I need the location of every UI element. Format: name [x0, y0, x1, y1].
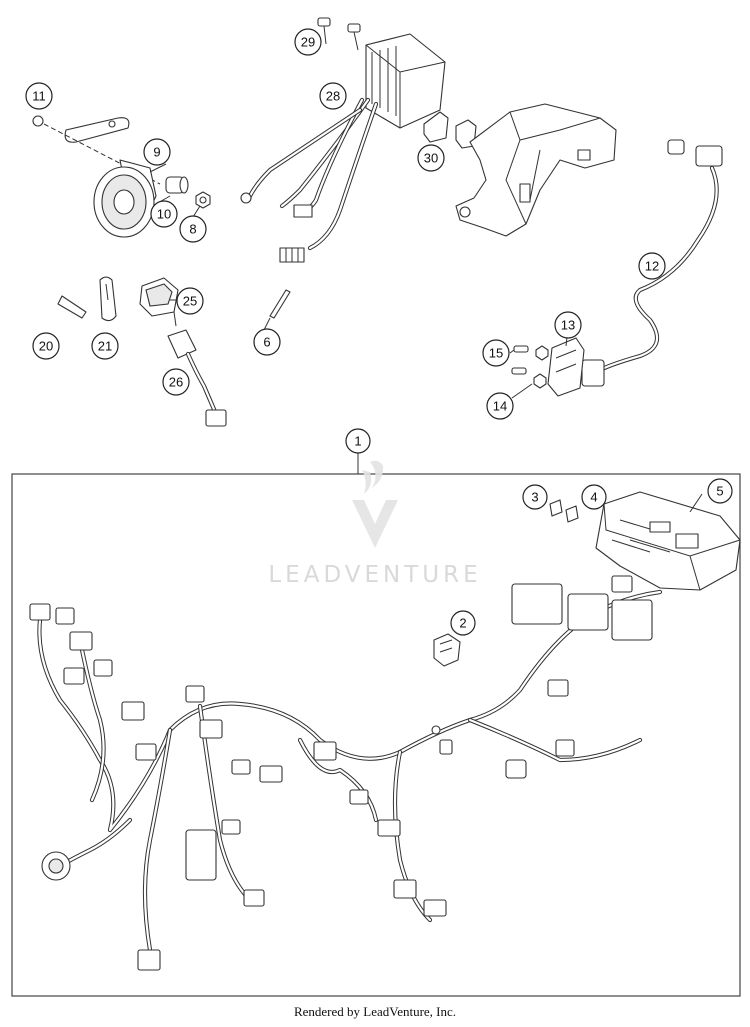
part-8-nut: [195, 191, 211, 209]
svg-text:8: 8: [189, 222, 196, 237]
svg-text:12: 12: [645, 259, 659, 274]
part-20-cable-tie: [33, 289, 87, 319]
part-28-regulator: [240, 33, 446, 263]
svg-text:26: 26: [169, 375, 183, 390]
mounting-bracket: [455, 103, 617, 237]
part-15-screws: [511, 345, 549, 375]
svg-text:2: 2: [459, 616, 466, 631]
callout-29: 29: [294, 28, 322, 56]
svg-text:21: 21: [98, 339, 112, 354]
part-3-clip: [549, 499, 563, 517]
part-30-clips: [423, 111, 477, 149]
part-29-bolts: [317, 17, 361, 51]
svg-text:3: 3: [531, 490, 538, 505]
callout-28: 28: [319, 82, 347, 110]
part-26-relay: [167, 329, 227, 427]
part-25-relay-holder: [139, 277, 179, 327]
svg-text:29: 29: [301, 35, 315, 50]
callout-12: 12: [638, 252, 666, 280]
callout-2: 2: [450, 610, 476, 636]
svg-text:9: 9: [153, 145, 160, 160]
svg-text:11: 11: [32, 89, 46, 104]
callout-25: 25: [176, 287, 204, 315]
callout-6: 6: [253, 328, 281, 356]
callout-20: 20: [32, 332, 60, 360]
svg-text:15: 15: [489, 346, 503, 361]
callout-14: 14: [486, 392, 514, 420]
svg-text:20: 20: [39, 339, 53, 354]
watermark-text: LEADVENTURE: [268, 562, 481, 588]
svg-text:28: 28: [326, 89, 340, 104]
part-14-nut: [533, 373, 547, 389]
svg-text:4: 4: [590, 490, 597, 505]
svg-text:10: 10: [157, 207, 171, 222]
callout-4: 4: [581, 484, 607, 510]
svg-text:6: 6: [263, 335, 270, 350]
callout-5: 5: [707, 478, 733, 504]
part-9-horn: [93, 159, 157, 238]
part-5-fuse-box: [595, 491, 741, 591]
footer-credit: Rendered by LeadVenture, Inc.: [294, 1004, 456, 1019]
callout-13: 13: [554, 311, 582, 339]
callout-30: 30: [417, 144, 445, 172]
part-4-clip: [565, 505, 579, 523]
part-12-sensor-cable: [581, 139, 723, 387]
part-10-horn-spacer: [165, 176, 189, 194]
svg-text:5: 5: [716, 484, 723, 499]
callout-26: 26: [162, 368, 190, 396]
callout-10: 10: [150, 200, 178, 228]
svg-text:25: 25: [183, 294, 197, 309]
svg-text:14: 14: [493, 399, 507, 414]
callout-3: 3: [522, 484, 548, 510]
part-21-tag: [99, 276, 117, 322]
part-1-wiring-harness: [29, 575, 663, 971]
svg-text:30: 30: [424, 151, 438, 166]
watermark-logo: [352, 460, 398, 548]
callout-11: 11: [25, 82, 53, 110]
part-13-fuse-holder: [547, 337, 585, 397]
callout-15: 15: [482, 339, 510, 367]
part-2-connector: [433, 633, 461, 667]
callout-21: 21: [91, 332, 119, 360]
svg-text:1: 1: [354, 434, 361, 449]
callout-8: 8: [179, 215, 207, 243]
svg-text:13: 13: [561, 318, 575, 333]
callout-9: 9: [143, 138, 171, 166]
part-6-pin: [269, 289, 291, 319]
callout-1: 1: [345, 428, 371, 454]
